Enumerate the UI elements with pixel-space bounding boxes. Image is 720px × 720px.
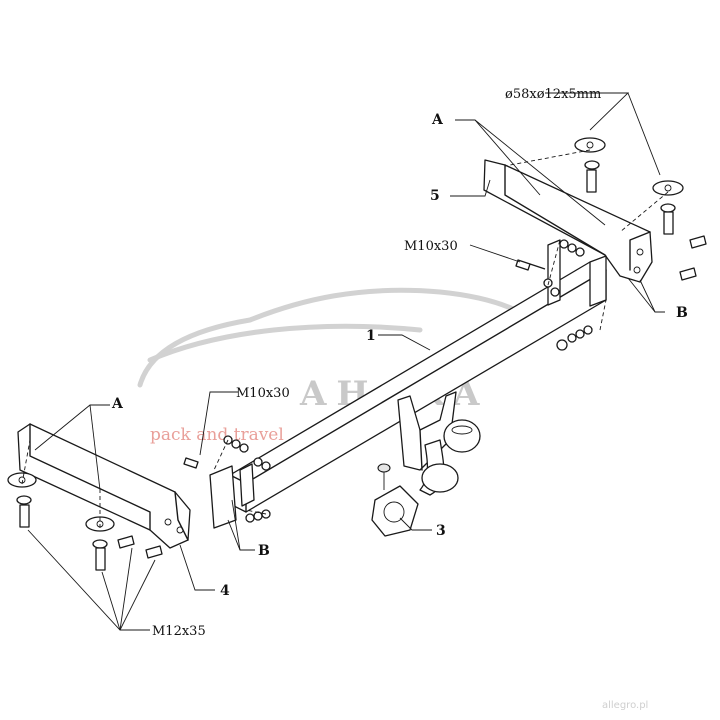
label-part-5: 5: [430, 188, 440, 204]
label-b-left: B: [258, 543, 270, 559]
label-part-1: 1: [366, 328, 376, 344]
watermark-tagline: pack and travel: [150, 425, 284, 445]
label-washer-spec: ø58xø12x5mm: [505, 87, 601, 102]
label-part-3: 3: [436, 523, 446, 539]
labels: ø58xø12x5mm A 5 M10x30 B 1 M10x30 A 3 B …: [111, 87, 688, 639]
fasteners-left: [7, 435, 271, 571]
watermark-car-icon: [137, 287, 533, 388]
label-b-right: B: [676, 305, 688, 321]
fasteners-right: [515, 137, 707, 351]
bracket-right: [483, 159, 653, 283]
watermark-corner: allegro.pl: [602, 700, 648, 711]
towball: [371, 419, 481, 537]
assembly-lines: [21, 149, 669, 528]
label-part-4: 4: [220, 583, 230, 599]
leader-lines: [27, 92, 665, 631]
label-m10-top: M10x30: [404, 239, 458, 254]
label-m12: M12x35: [152, 624, 206, 639]
label-a-top: A: [431, 112, 444, 128]
label-m10-left: M10x30: [236, 386, 290, 401]
watermark-car-swoosh-icon: [147, 323, 423, 363]
label-a-left: A: [111, 396, 124, 412]
